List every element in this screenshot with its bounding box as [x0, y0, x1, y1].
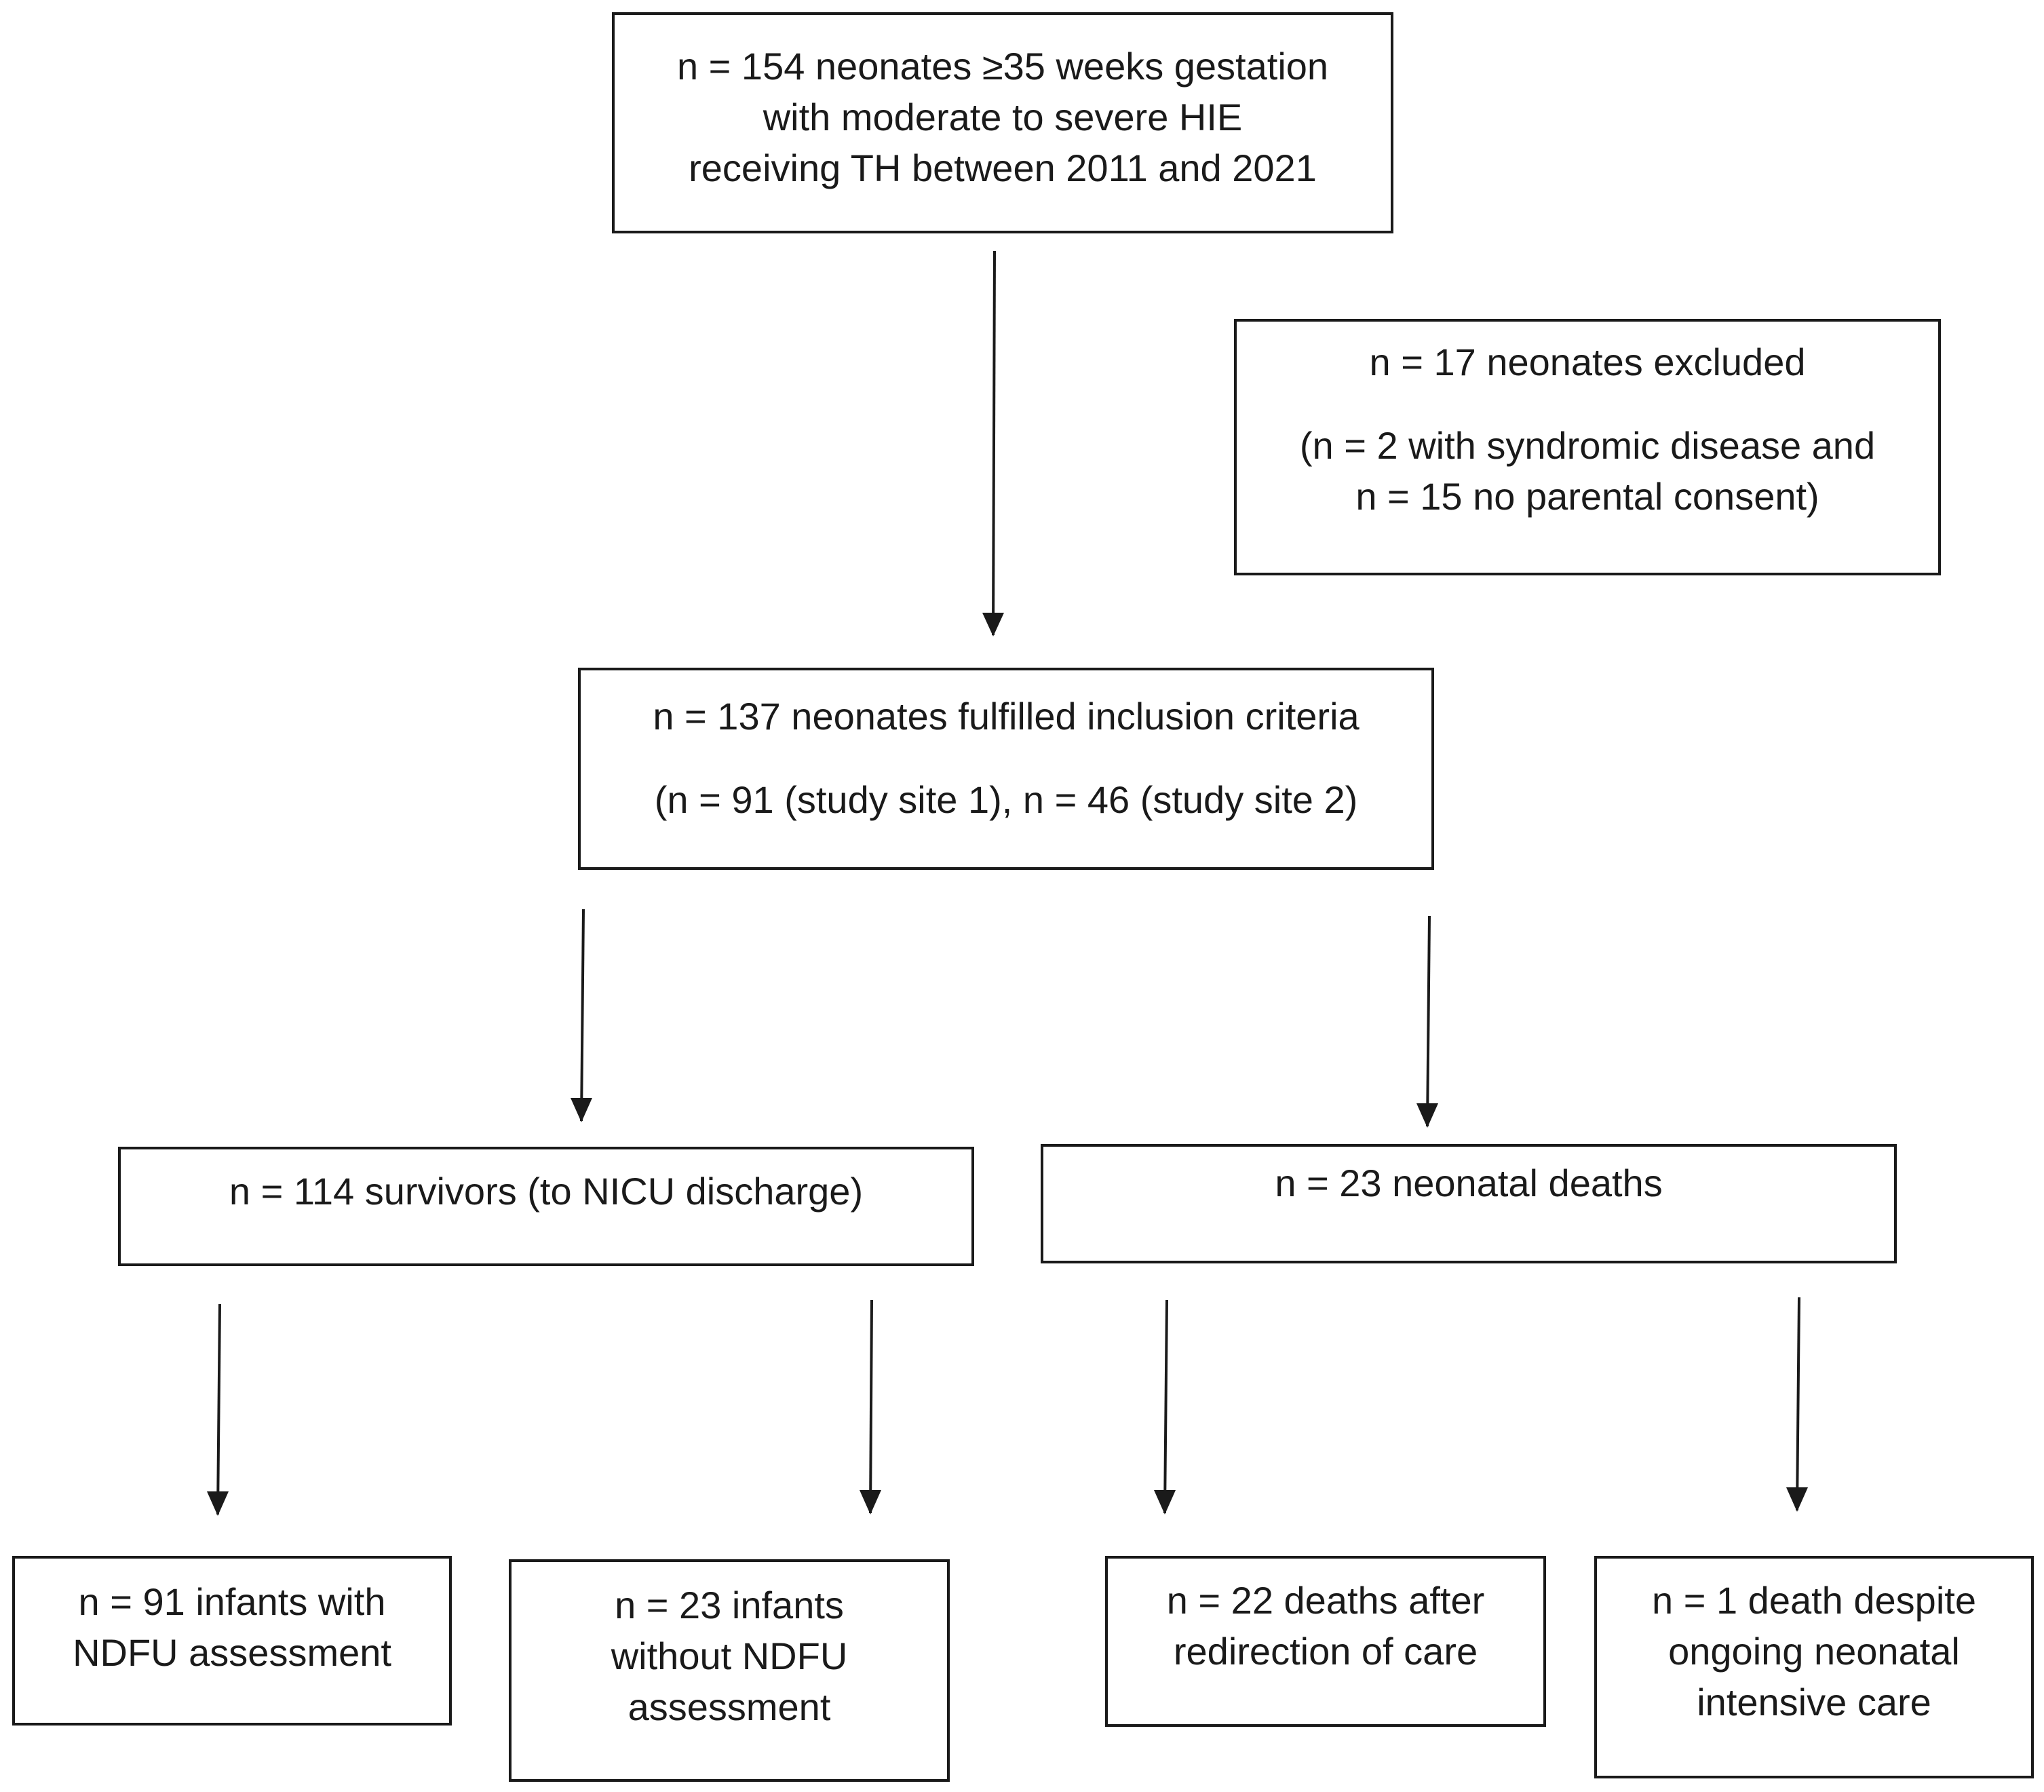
arrow-survivors-to-ndfu-without: [869, 1299, 873, 1514]
ndfu-with-line-1: n = 91 infants with: [78, 1580, 386, 1623]
ndfu-without-line-3: assessment: [628, 1685, 831, 1728]
arrow-deaths-to-despite-care: [1796, 1297, 1800, 1511]
despite-care-box: n = 1 death despite ongoing neonatal int…: [1594, 1556, 2034, 1778]
initial-cohort-box: n = 154 neonates ≥35 weeks gestation wit…: [612, 12, 1393, 233]
ndfu-without-line-1: n = 23 infants: [615, 1584, 844, 1626]
arrowhead-included: [982, 613, 1004, 636]
arrowhead-despite-care: [1786, 1487, 1808, 1512]
arrow-included-to-survivors: [580, 909, 585, 1122]
ndfu-with-box: n = 91 infants with NDFU assessment: [12, 1556, 452, 1726]
arrow-initial-to-included: [992, 250, 996, 636]
included-box: n = 137 neonates fulfilled inclusion cri…: [578, 668, 1434, 870]
redirection-line-2: redirection of care: [1173, 1630, 1478, 1673]
ndfu-with-line-2: NDFU assessment: [73, 1631, 391, 1674]
excluded-detail-2: n = 15 no parental consent): [1355, 475, 1819, 518]
deaths-box: n = 23 neonatal deaths: [1041, 1144, 1897, 1263]
excluded-box: n = 17 neonates excluded (n = 2 with syn…: [1234, 319, 1941, 575]
initial-line-2: with moderate to severe HIE: [763, 96, 1243, 138]
initial-line-3: receiving TH between 2011 and 2021: [689, 147, 1317, 189]
initial-line-1: n = 154 neonates ≥35 weeks gestation: [676, 45, 1329, 88]
excluded-detail-1: (n = 2 with syndromic disease and: [1299, 424, 1876, 467]
despite-care-line-1: n = 1 death despite: [1652, 1579, 1976, 1622]
arrowhead-ndfu-with: [207, 1491, 229, 1516]
redirection-box: n = 22 deaths after redirection of care: [1105, 1556, 1546, 1727]
arrow-included-to-deaths: [1426, 915, 1431, 1127]
arrowhead-survivors: [571, 1098, 592, 1122]
survivors-box: n = 114 survivors (to NICU discharge): [118, 1147, 974, 1266]
arrowhead-redirection: [1154, 1490, 1176, 1514]
despite-care-line-3: intensive care: [1697, 1681, 1931, 1723]
excluded-title: n = 17 neonates excluded: [1369, 341, 1806, 383]
arrow-deaths-to-redirection: [1163, 1299, 1168, 1514]
redirection-line-1: n = 22 deaths after: [1166, 1579, 1485, 1622]
arrowhead-ndfu-without: [860, 1490, 881, 1514]
arrowhead-deaths: [1416, 1103, 1438, 1128]
ndfu-without-box: n = 23 infants without NDFU assessment: [509, 1559, 950, 1782]
despite-care-line-2: ongoing neonatal: [1668, 1630, 1960, 1673]
arrow-survivors-to-ndfu-with: [216, 1303, 221, 1515]
ndfu-without-line-2: without NDFU: [611, 1635, 848, 1677]
included-title: n = 137 neonates fulfilled inclusion cri…: [653, 695, 1360, 738]
included-detail: (n = 91 (study site 1), n = 46 (study si…: [654, 778, 1358, 821]
deaths-label: n = 23 neonatal deaths: [1275, 1162, 1663, 1204]
survivors-label: n = 114 survivors (to NICU discharge): [229, 1170, 864, 1213]
